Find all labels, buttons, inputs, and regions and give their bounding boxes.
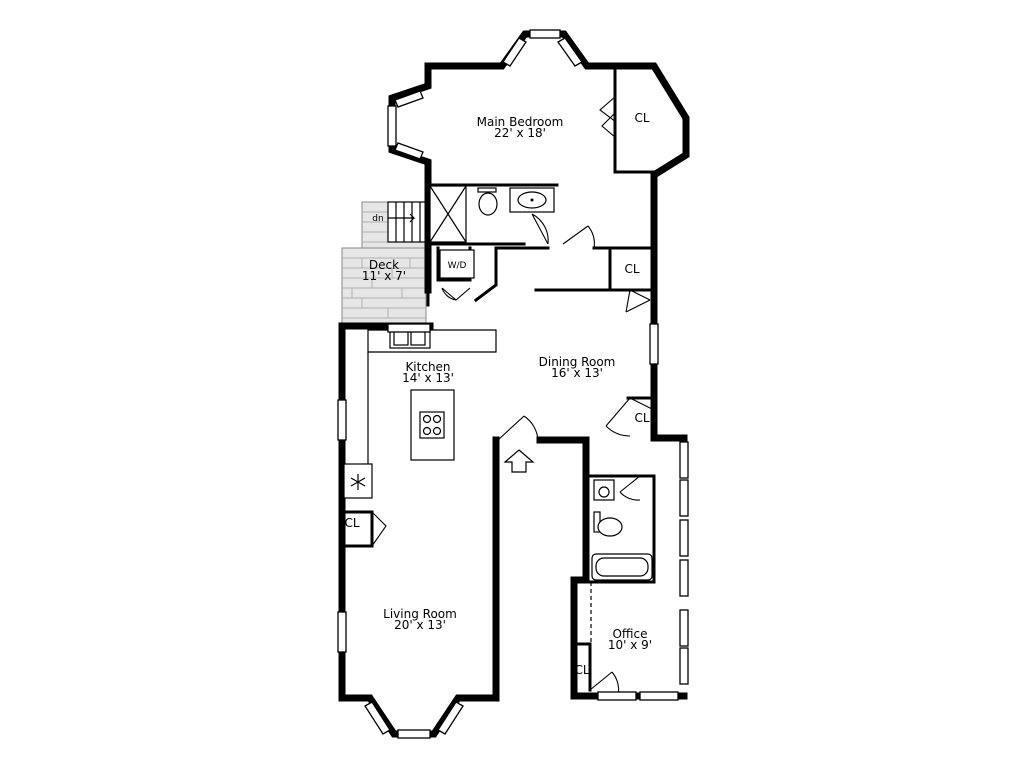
stairs [387, 201, 427, 243]
bedroom-closet-door [599, 95, 617, 139]
kitchen-island [410, 389, 455, 461]
closet-label-dining-2: CL [634, 411, 649, 425]
office-dims: 10' x 9' [608, 638, 652, 652]
bathtub [591, 553, 653, 581]
dining-room-name: Dining Room [539, 355, 616, 369]
doors[interactable] [371, 95, 655, 697]
stairs-down-label: dn [372, 214, 383, 224]
kitchen-closet-door [371, 511, 387, 547]
closet-label-kitchen: CL [344, 516, 359, 530]
bedroom-door [562, 225, 595, 249]
living-room-name: Living Room [383, 607, 457, 621]
lower-bath-door [619, 475, 641, 501]
exterior-wall-office [536, 436, 688, 700]
office-name: Office [612, 627, 647, 641]
dining-room-dims: 16' x 13' [551, 366, 603, 380]
dining-closet-door [625, 289, 651, 313]
washer-dryer-label: W/D [448, 261, 467, 271]
entry-door [497, 415, 539, 441]
upper-bathroom [429, 185, 555, 245]
snowflake-icon [350, 474, 366, 490]
sink [593, 479, 615, 501]
dining-closet2-door [605, 397, 655, 437]
kitchen-name: Kitchen [405, 360, 450, 374]
toilet [478, 192, 498, 216]
refrigerator [343, 463, 373, 499]
main-bedroom-name: Main Bedroom [477, 115, 564, 129]
deck-name: Deck [369, 258, 399, 272]
toilet [597, 517, 623, 537]
windows [337, 29, 689, 739]
main-bedroom-dims: 22' x 18' [494, 126, 546, 140]
cooktop-icon [419, 411, 445, 439]
interior-walls [342, 66, 656, 692]
deck-dims: 11' x 7' [362, 269, 406, 283]
living-room-dims: 20' x 13' [394, 618, 446, 632]
kitchen-dims: 14' x 13' [402, 371, 454, 385]
closet-label-dining: CL [624, 262, 639, 276]
lower-bathroom [590, 479, 653, 644]
closet-label-office: CL [574, 663, 589, 677]
exterior-wall-living [338, 322, 500, 738]
entry-arrow-icon [503, 449, 535, 473]
laundry-door [441, 287, 471, 301]
closet-label-bedroom: CL [634, 111, 649, 125]
washer-dryer [439, 249, 475, 279]
